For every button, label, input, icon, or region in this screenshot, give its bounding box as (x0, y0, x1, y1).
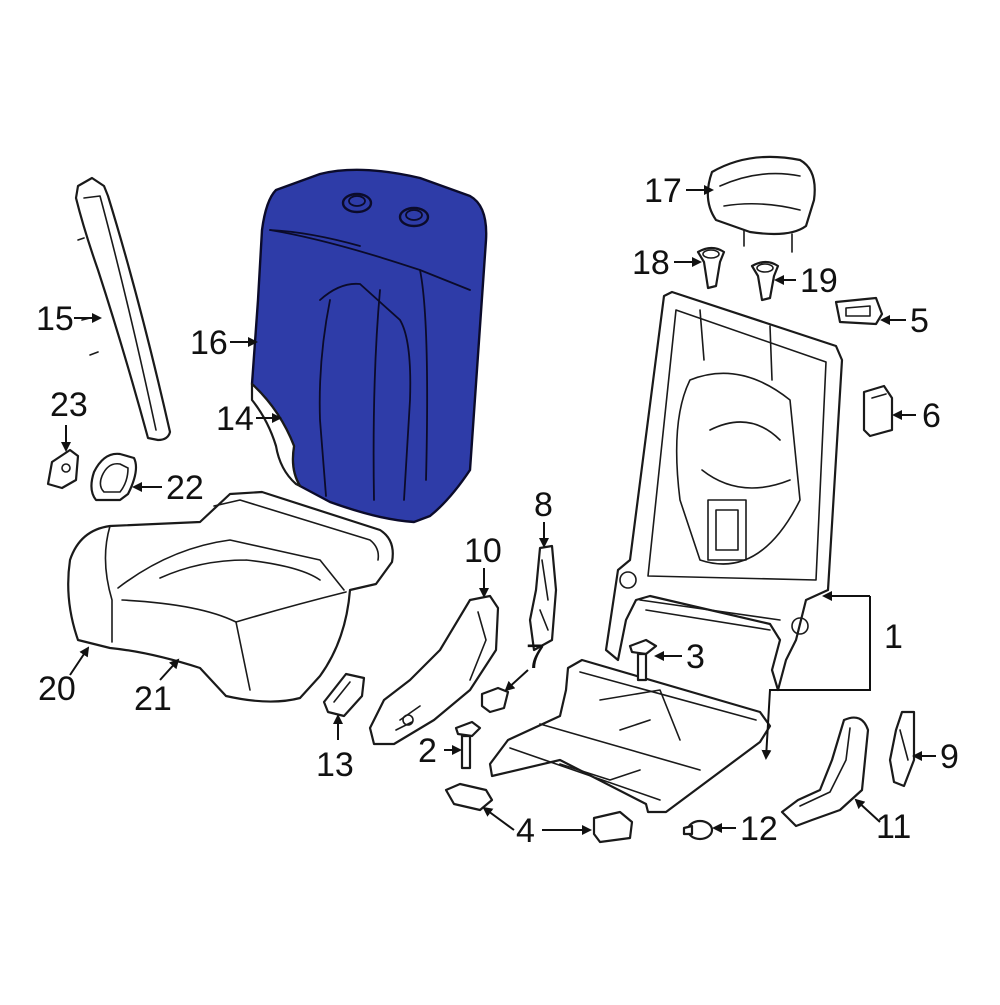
part-21-seat-cushion[interactable] (67, 490, 394, 703)
callout-4: 4 (516, 812, 535, 850)
callout-14: 14 (216, 400, 254, 438)
part-1-frame-assembly[interactable] (488, 290, 844, 814)
part-16-seat-back-cushion[interactable] (250, 168, 488, 524)
part-15-side-trim[interactable] (74, 176, 172, 442)
callout-11: 11 (876, 808, 911, 846)
callout-3: 3 (686, 638, 705, 676)
part-3-bolt[interactable] (628, 638, 658, 682)
callout-2: 2 (418, 732, 437, 770)
callout-10: 10 (464, 532, 502, 570)
callout-13: 13 (316, 746, 354, 784)
part-4-cover-rear[interactable] (592, 810, 634, 844)
part-19-headrest-guide[interactable] (750, 260, 780, 302)
part-12-plug[interactable] (682, 819, 714, 841)
part-14-back-lower-trim[interactable] (250, 382, 302, 488)
part-13-clip[interactable] (322, 672, 366, 718)
part-10-hinge-cover[interactable] (368, 594, 500, 746)
callout-12: 12 (740, 810, 778, 848)
callout-5: 5 (910, 302, 929, 340)
callout-17: 17 (644, 172, 682, 210)
part-11-side-cover[interactable] (780, 716, 870, 828)
callout-8: 8 (534, 486, 553, 524)
part-9-bracket[interactable] (888, 710, 916, 788)
callout-15: 15 (36, 300, 74, 338)
callout-labels: 15 23 22 16 14 20 21 13 17 18 19 5 6 8 1… (36, 172, 959, 850)
part-8-bracket[interactable] (528, 544, 558, 652)
callout-22: 22 (166, 469, 204, 507)
part-17-headrest[interactable] (706, 155, 816, 253)
part-6-release-handle[interactable] (862, 384, 894, 438)
callout-16: 16 (190, 324, 228, 362)
callout-18: 18 (632, 244, 670, 282)
callout-21: 21 (134, 680, 172, 718)
callout-9: 9 (940, 738, 959, 776)
part-4-cover-front[interactable] (444, 782, 494, 812)
part-18-headrest-guide[interactable] (696, 246, 726, 290)
part-22-handle-bezel[interactable] (90, 452, 138, 502)
callout-19: 19 (800, 262, 838, 300)
callout-7: 7 (526, 638, 545, 676)
part-5-latch-bezel[interactable] (834, 296, 884, 326)
callout-6: 6 (922, 397, 941, 435)
callout-23: 23 (50, 386, 88, 424)
part-23-clip[interactable] (46, 448, 80, 490)
callout-20: 20 (38, 670, 76, 708)
part-7-clip[interactable] (480, 686, 510, 714)
leader-lines (61, 185, 936, 835)
callout-1: 1 (884, 618, 903, 656)
part-2-bolt[interactable] (454, 720, 482, 770)
